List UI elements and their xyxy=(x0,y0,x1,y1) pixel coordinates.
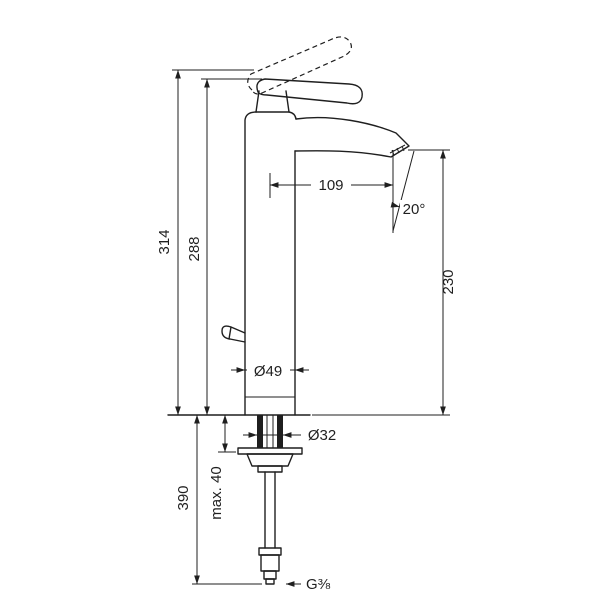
dim-below-counter-length: 390 xyxy=(175,414,262,585)
dim-total-height-label: 314 xyxy=(156,229,173,254)
shank-step xyxy=(257,465,283,473)
dim-spout-angle-label: 20° xyxy=(403,201,426,218)
dim-connection-thread: G⅜ xyxy=(285,576,331,593)
dim-height-to-handle: 288 xyxy=(186,78,262,416)
dim-spout-height-label: 230 xyxy=(440,269,457,294)
mounting-nut xyxy=(246,453,294,467)
spout xyxy=(294,116,410,158)
dim-height-to-handle-label: 288 xyxy=(186,236,203,261)
faucet-body-shoulder xyxy=(255,111,297,120)
dim-total-height: 314 xyxy=(156,69,254,416)
hose-connector-collar xyxy=(258,547,282,556)
faucet-outline xyxy=(167,36,410,585)
spout-profile xyxy=(294,116,410,158)
label-background xyxy=(311,175,351,193)
dim-shank-diameter-label: Ø32 xyxy=(308,427,336,444)
dim-spout-angle: 20° xyxy=(390,150,429,233)
handle-lever-raised-dashed xyxy=(247,36,352,95)
dim-shank-diameter: Ø32 xyxy=(243,427,336,444)
angle-arc xyxy=(390,201,400,208)
supply-pipe xyxy=(264,471,276,549)
handle-lever xyxy=(256,78,363,105)
dim-max-deck-thickness: max. 40 xyxy=(208,414,236,520)
dim-spout-reach: 109 xyxy=(269,173,394,198)
handle xyxy=(255,78,363,113)
dim-max-deck-thickness-label: max. 40 xyxy=(208,466,225,519)
dim-body-diameter-label: Ø49 xyxy=(254,363,282,380)
mounting-washer xyxy=(237,447,303,455)
angle-reference-slanted xyxy=(392,150,415,232)
shank-wall-left xyxy=(257,415,263,448)
dim-body-diameter: Ø49 xyxy=(231,361,309,380)
popup-rod xyxy=(266,415,274,448)
hose-connector-tip xyxy=(265,578,275,585)
dim-below-counter-length-label: 390 xyxy=(175,485,192,510)
hose-connector-hatched xyxy=(260,554,280,572)
label-background xyxy=(247,361,290,379)
hose-connector-nut xyxy=(263,570,277,580)
popup-rod-lever xyxy=(221,325,246,343)
shank-wall-right xyxy=(277,415,283,448)
dim-connection-thread-label: G⅜ xyxy=(306,576,331,593)
dim-spout-reach-label: 109 xyxy=(318,177,343,194)
label-background xyxy=(400,200,429,217)
dim-spout-height: 230 xyxy=(312,149,457,416)
faucet-body-left-edge xyxy=(244,111,257,416)
below-deck-assembly xyxy=(237,415,303,585)
handle-escutcheon xyxy=(255,90,290,113)
